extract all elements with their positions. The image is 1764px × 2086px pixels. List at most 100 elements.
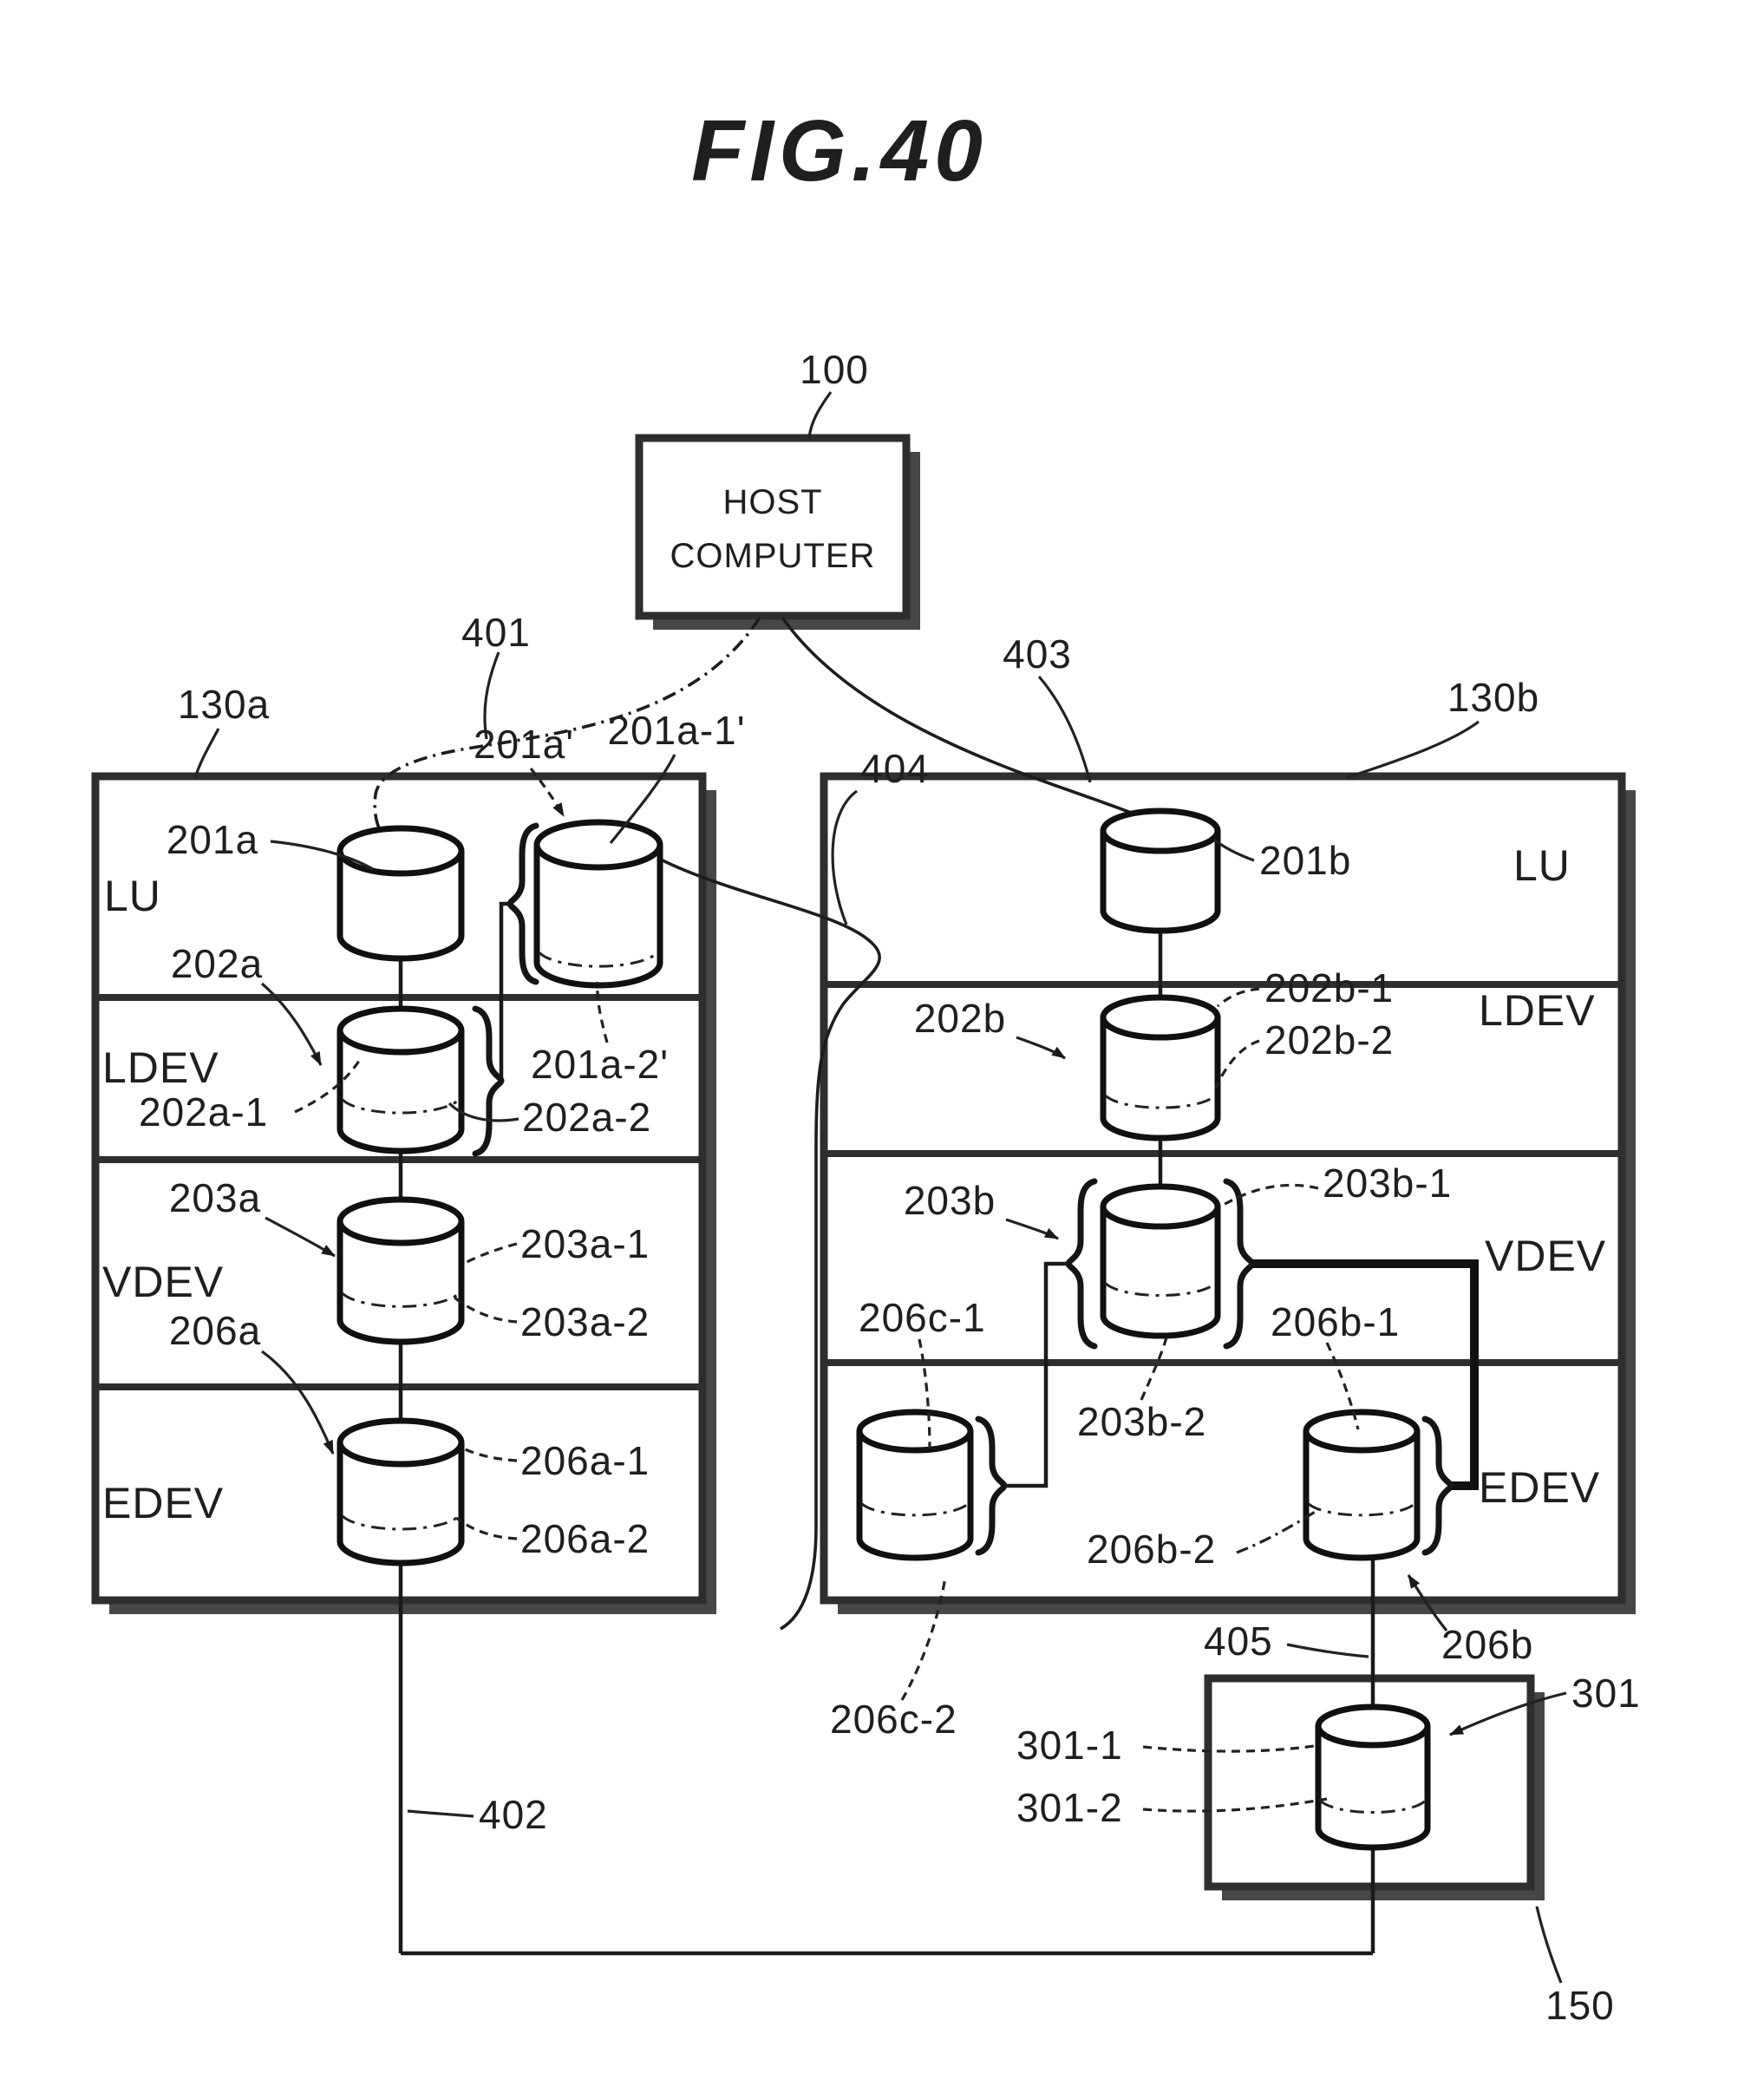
leader-130b	[1345, 720, 1480, 780]
leader-206c-2	[900, 1576, 947, 1701]
row-ldev-b: LDEV	[1479, 986, 1596, 1035]
cyl-202b	[1100, 994, 1221, 1141]
row-lu-b: LU	[1513, 841, 1571, 890]
leader-404	[831, 789, 858, 925]
leader-206b-2	[1236, 1509, 1317, 1554]
leader-lines	[193, 391, 1567, 1984]
leader-201a	[270, 840, 374, 871]
ref-202b-1: 202b-1	[1264, 965, 1394, 1010]
map-203b-206c	[1004, 1261, 1068, 1488]
cyl-202a-body	[336, 1030, 465, 1154]
leader-202a-1	[294, 1057, 363, 1114]
cyl-206a	[336, 1417, 465, 1566]
leader-201a-prime	[529, 768, 565, 817]
leader-206b-1	[1325, 1342, 1360, 1430]
ref-206a-2: 206a-2	[520, 1516, 650, 1561]
cylinder-group	[336, 808, 1431, 1851]
cyl-201a-top	[336, 825, 465, 877]
ref-203a-1: 203a-1	[520, 1221, 650, 1266]
row-ldev-a: LDEV	[102, 1043, 219, 1092]
cyl-203b-partition-dash	[1104, 1282, 1217, 1297]
cyl-201a-prime-body	[533, 845, 663, 989]
leader-403	[1037, 675, 1092, 783]
leader-405	[1286, 1643, 1369, 1658]
leader-203a-2	[454, 1296, 518, 1324]
ref-202a-1: 202a-1	[139, 1089, 268, 1135]
host-computer-box	[635, 434, 911, 620]
cyl-203b	[1100, 1183, 1221, 1339]
path-401	[373, 617, 761, 855]
brace-203b-left	[1065, 1178, 1098, 1350]
leader-202a	[260, 982, 323, 1066]
leader-301-2	[1142, 1797, 1328, 1813]
cyl-203a-top	[336, 1196, 465, 1246]
leader-201a-1-prime	[609, 754, 676, 844]
map-203b-206b	[1252, 1259, 1479, 1490]
leader-203a	[265, 1216, 336, 1258]
path-404	[658, 857, 881, 1631]
leader-203b-1	[1218, 1183, 1319, 1209]
ref-203b-1: 203b-1	[1323, 1161, 1452, 1206]
ref-206a-1: 206a-1	[520, 1438, 650, 1483]
cyl-206b-2	[1303, 1409, 1421, 1561]
ref-203b: 203b	[904, 1178, 996, 1223]
cyl-301	[1315, 1703, 1431, 1851]
cyl-203a	[336, 1196, 465, 1345]
cyl-206a-partition-dash	[341, 1514, 461, 1531]
ref-206b-2: 206b-2	[1087, 1527, 1216, 1572]
cyl-206c-partition-dash	[860, 1502, 970, 1517]
cyl-201a-body	[336, 851, 465, 962]
ref-301-1: 301-1	[1016, 1723, 1123, 1768]
leader-202b-2	[1214, 1039, 1260, 1089]
leader-401	[483, 651, 500, 740]
ref-130a: 130a	[178, 682, 270, 727]
ref-130b: 130b	[1447, 675, 1539, 720]
leader-203a-1	[461, 1242, 518, 1266]
cyl-203a-body	[336, 1221, 465, 1345]
leader-150	[1535, 1906, 1563, 1984]
cyl-206c	[856, 1409, 974, 1561]
cyl-202b-partition-dash	[1104, 1095, 1217, 1109]
row-edev-a: EDEV	[102, 1479, 224, 1527]
cyl-201b-body	[1100, 831, 1221, 934]
cyl-206b-2-top	[1303, 1409, 1421, 1454]
cyl-201a	[336, 825, 465, 962]
brace-206c	[975, 1416, 1008, 1556]
ref-403: 403	[1003, 631, 1072, 677]
ref-202b-2: 202b-2	[1264, 1017, 1394, 1063]
ref-404: 404	[860, 746, 930, 791]
host-line-2: COMPUTER	[670, 537, 876, 575]
cyl-203b-top	[1100, 1183, 1221, 1230]
ref-201a-2-prime: 201a-2'	[531, 1042, 669, 1087]
leader-201a-2-prime	[596, 981, 609, 1043]
leader-206a-1	[459, 1445, 518, 1462]
ref-203b-2: 203b-2	[1077, 1399, 1206, 1444]
brace-206b2	[1421, 1416, 1454, 1556]
ref-202a-2: 202a-2	[522, 1095, 651, 1140]
cyl-202a	[336, 1005, 465, 1154]
ref-201b: 201b	[1259, 838, 1351, 883]
cyl-201b-top	[1100, 808, 1221, 854]
leader-202b	[1016, 1036, 1066, 1060]
leader-201b	[1213, 838, 1255, 862]
ref-206c-1: 206c-1	[859, 1295, 986, 1340]
ref-201a: 201a	[167, 817, 258, 862]
ref-201a-1-prime: 201a-1'	[607, 708, 745, 753]
ref-402: 402	[479, 1792, 548, 1837]
cyl-301-top	[1315, 1703, 1431, 1749]
cyl-202b-top	[1100, 994, 1221, 1041]
host-line-1: HOST	[722, 483, 822, 521]
ref-301-2: 301-2	[1016, 1785, 1123, 1830]
ref-202a: 202a	[171, 941, 263, 986]
cyl-201b	[1100, 808, 1221, 934]
cyl-203b-body	[1100, 1206, 1221, 1339]
brace-201a-prime	[506, 822, 539, 985]
ref-405: 405	[1204, 1618, 1273, 1664]
leader-203b-2	[1140, 1337, 1168, 1401]
ref-100: 100	[800, 347, 869, 392]
cyl-201a-prime-top	[533, 819, 663, 871]
row-edev-b: EDEV	[1479, 1463, 1600, 1512]
